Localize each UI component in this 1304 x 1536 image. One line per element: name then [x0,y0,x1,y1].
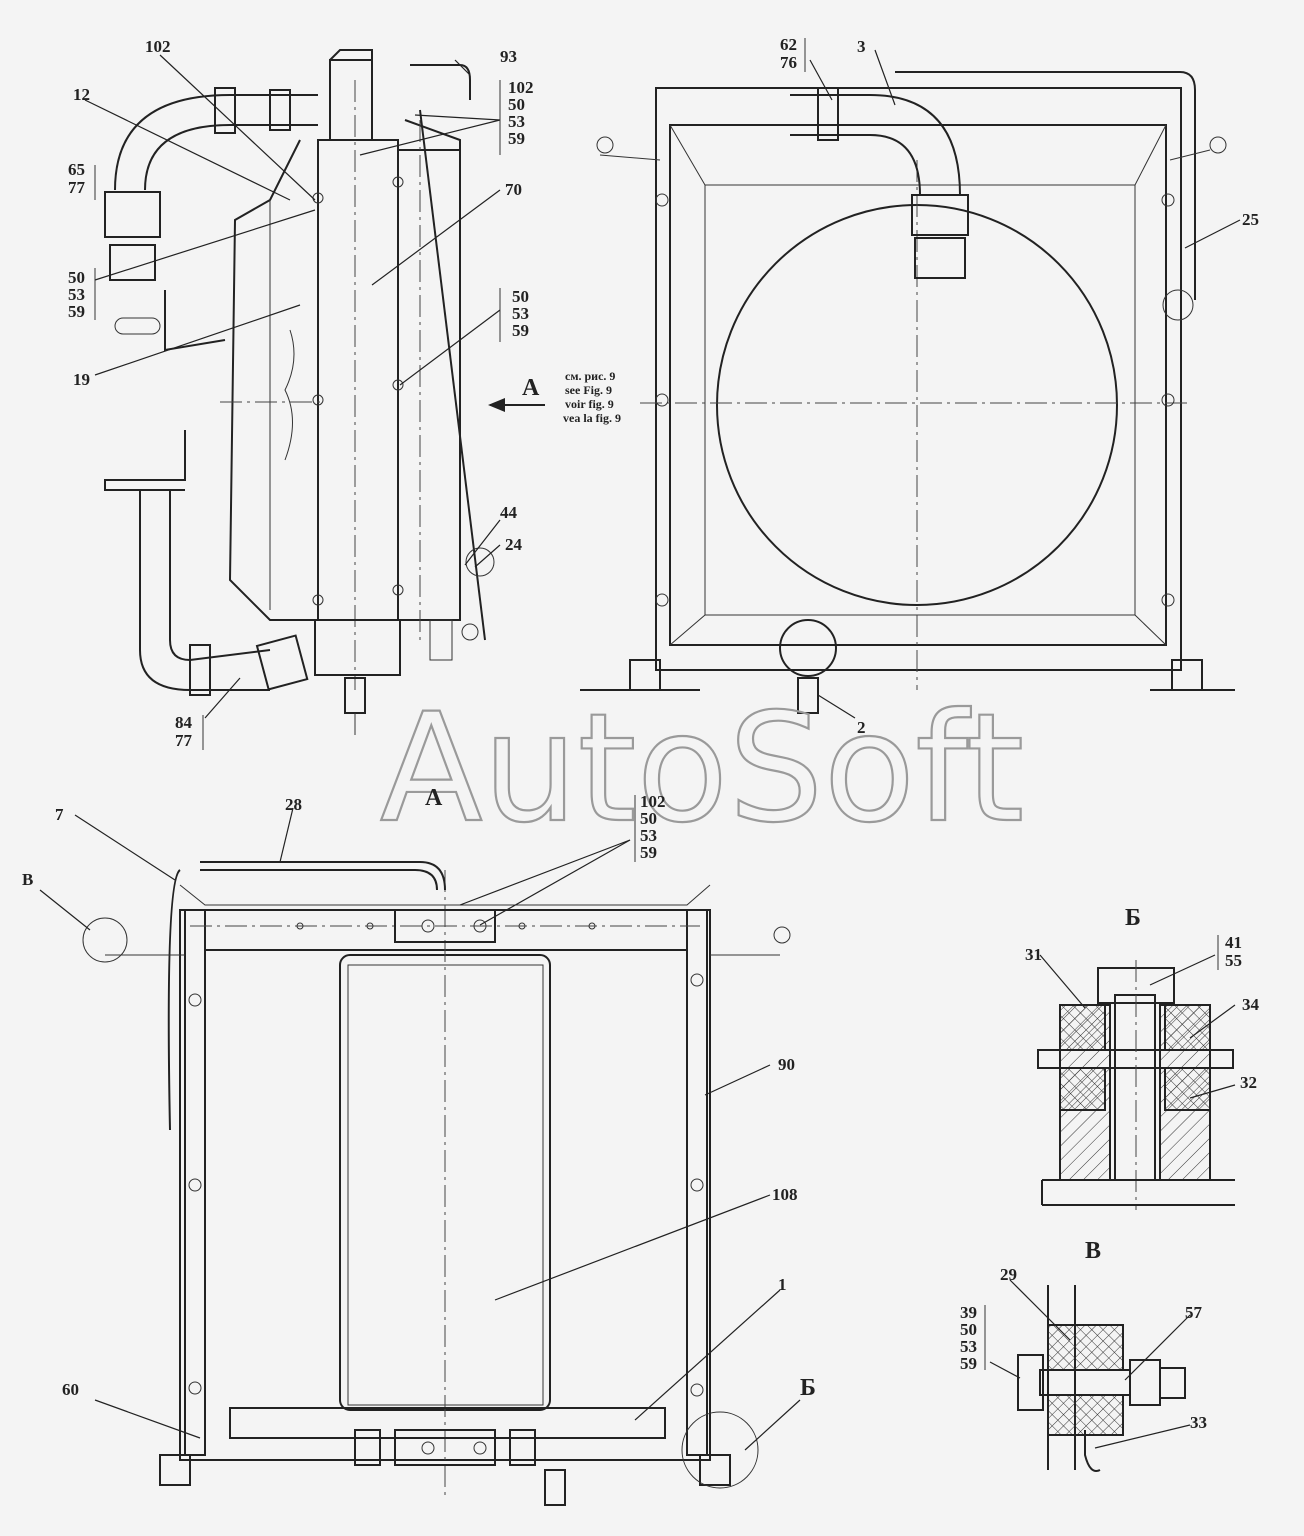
label-2: 2 [857,718,866,737]
leader-lines [39,38,1241,1451]
label-group-65-77: 77 [68,178,86,197]
label-7: 7 [55,805,64,824]
label-b-callout: Б [800,1375,816,1401]
label-group-84-84: 84 [175,713,193,732]
detail-b-labels: Б 41 55 31 34 32 [1025,905,1260,1092]
label-28: 28 [285,795,302,814]
label-57: 57 [1185,1303,1203,1322]
label-group-39-53: 53 [960,1337,977,1356]
front-view [580,71,1235,714]
label-33: 33 [1190,1413,1207,1432]
label-group-a-53: 53 [640,826,657,845]
view-a [82,861,791,1506]
detail-v-labels: В 29 57 33 39 50 53 59 [960,1238,1207,1432]
detail-b-title: Б [1125,905,1141,931]
label-group-102-53: 53 [508,112,525,131]
label-24: 24 [505,535,523,554]
label-group-41-55: 55 [1225,951,1242,970]
label-group-50b-59: 59 [512,321,529,340]
label-108: 108 [772,1185,798,1204]
label-31: 31 [1025,945,1042,964]
view-arrow-note-es: vea la fig. 9 [563,411,621,425]
view-a-labels: A 28 7 В 102 50 53 59 90 108 1 60 Б [22,785,816,1401]
label-group-62-62: 62 [780,35,797,54]
label-12: 12 [73,85,90,104]
label-group-a-59: 59 [640,843,657,862]
label-group-65: 65 [68,160,85,179]
label-19: 19 [73,370,90,389]
label-group-a-102: 102 [640,792,666,811]
label-group-50b-53: 53 [512,304,529,323]
label-group-84-77: 77 [175,731,193,750]
label-29: 29 [1000,1265,1017,1284]
view-arrow-note-ru: см. рис. 9 [565,369,615,383]
label-44: 44 [500,503,518,522]
label-group-41-41: 41 [1225,933,1242,952]
side-view [104,49,545,735]
detail-v-title: В [1085,1238,1101,1264]
label-90: 90 [778,1055,795,1074]
label-group-102-59: 59 [508,129,525,148]
label-group-a-50: 50 [640,809,657,828]
label-group-50a-59: 59 [68,302,85,321]
view-arrow-letter: A [522,375,540,401]
view-arrow-note-fr: voir fig. 9 [565,397,614,411]
detail-b [1037,960,1235,1210]
label-1: 1 [778,1275,787,1294]
view-arrow-note-en: see Fig. 9 [565,383,612,397]
label-group-39-59: 59 [960,1354,977,1373]
label-group-62-76: 76 [780,53,797,72]
label-60: 60 [62,1380,79,1399]
front-view-labels: 62 76 3 25 2 [780,35,1259,737]
label-32: 32 [1240,1073,1257,1092]
label-93: 93 [500,47,517,66]
label-group-39-50: 50 [960,1320,977,1339]
label-group-102-50: 50 [508,95,525,114]
label-group-50b-50: 50 [512,287,529,306]
watermark: AutoSoft [380,682,1024,856]
label-70: 70 [505,180,522,199]
label-group-50a-53: 53 [68,285,85,304]
label-group-102-102: 102 [508,78,534,97]
label-group-50a-50: 50 [68,268,85,287]
view-a-title: A [425,785,443,811]
side-view-labels: 102 93 12 70 19 44 24 65 77 50 53 59 102… [68,37,621,750]
label-25: 25 [1242,210,1259,229]
label-102: 102 [145,37,171,56]
label-group-39-39: 39 [960,1303,977,1322]
label-v-callout: В [22,870,33,889]
label-34: 34 [1242,995,1260,1014]
detail-v [1017,1285,1186,1472]
label-3: 3 [857,37,866,56]
